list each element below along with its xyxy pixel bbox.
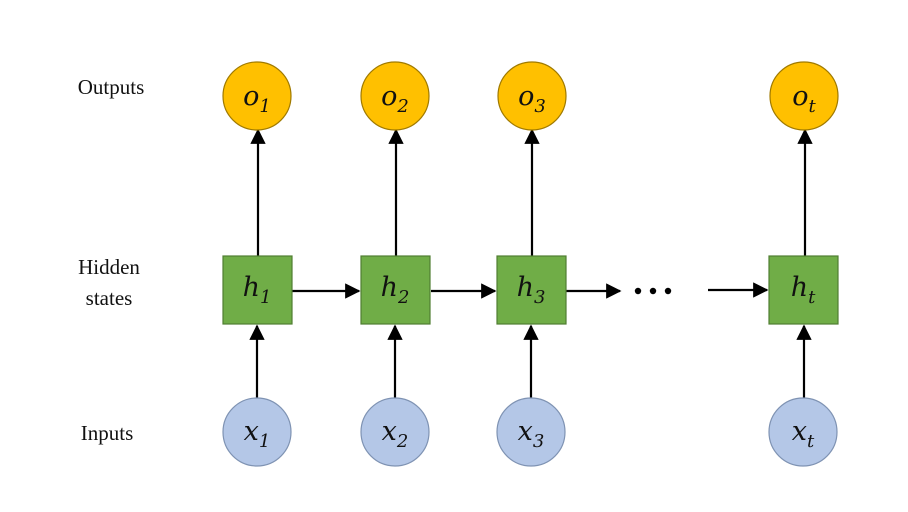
input-node-x1: x1 bbox=[222, 397, 292, 467]
output-node-circle bbox=[497, 61, 567, 131]
hidden-to-output-arrows bbox=[250, 128, 813, 256]
hidden-node-box bbox=[360, 255, 431, 325]
input-nodes: x1 x2 x3 xt bbox=[222, 397, 838, 467]
input-node-x2: x2 bbox=[360, 397, 430, 467]
row-label-outputs: Outputs bbox=[78, 75, 145, 99]
ellipsis-dot bbox=[634, 287, 642, 295]
output-node-circle bbox=[769, 61, 839, 131]
output-node-label: o3 bbox=[518, 81, 546, 117]
output-node-circle bbox=[360, 61, 430, 131]
recurrent-arrows bbox=[292, 282, 769, 299]
output-node-label: ot bbox=[792, 81, 816, 117]
input-node-label: x1 bbox=[244, 416, 271, 452]
input-node-circle bbox=[360, 397, 430, 467]
output-node-circle bbox=[222, 61, 292, 131]
input-node-label: x3 bbox=[518, 416, 545, 452]
hidden-node-label: ht bbox=[791, 272, 816, 308]
output-node-o2: o2 bbox=[360, 61, 430, 131]
hidden-node-label: h1 bbox=[243, 272, 272, 308]
row-label-hidden-line1: Hidden bbox=[78, 255, 140, 279]
input-node-label: x2 bbox=[382, 416, 409, 452]
hidden-node-label: h2 bbox=[381, 272, 410, 308]
hidden-node-box bbox=[496, 255, 567, 325]
ellipsis-dot bbox=[649, 287, 657, 295]
ellipsis-dot bbox=[664, 287, 672, 295]
output-nodes: o1 o2 o3 ot bbox=[222, 61, 839, 131]
output-node-label: o1 bbox=[243, 81, 271, 117]
output-node-label: o2 bbox=[381, 81, 409, 117]
input-to-hidden-arrows bbox=[249, 324, 812, 398]
hidden-node-h1: h1 bbox=[222, 255, 293, 325]
hidden-node-label: h3 bbox=[517, 272, 546, 308]
input-node-circle bbox=[496, 397, 566, 467]
hidden-nodes: h1 h2 h3 ht bbox=[222, 255, 839, 325]
input-node-xt: xt bbox=[768, 397, 838, 467]
input-node-label: xt bbox=[792, 416, 815, 452]
hidden-node-ht: ht bbox=[768, 255, 839, 325]
input-node-circle bbox=[768, 397, 838, 467]
hidden-node-h3: h3 bbox=[496, 255, 567, 325]
output-node-o1: o1 bbox=[222, 61, 292, 131]
input-node-circle bbox=[222, 397, 292, 467]
row-label-inputs: Inputs bbox=[81, 421, 134, 445]
hidden-node-h2: h2 bbox=[360, 255, 431, 325]
output-node-o3: o3 bbox=[497, 61, 567, 131]
ellipsis bbox=[634, 287, 672, 295]
input-node-x3: x3 bbox=[496, 397, 566, 467]
row-label-hidden-line2: states bbox=[86, 286, 133, 310]
output-node-ot: ot bbox=[769, 61, 839, 131]
hidden-node-box bbox=[222, 255, 293, 325]
hidden-node-box bbox=[768, 255, 839, 325]
